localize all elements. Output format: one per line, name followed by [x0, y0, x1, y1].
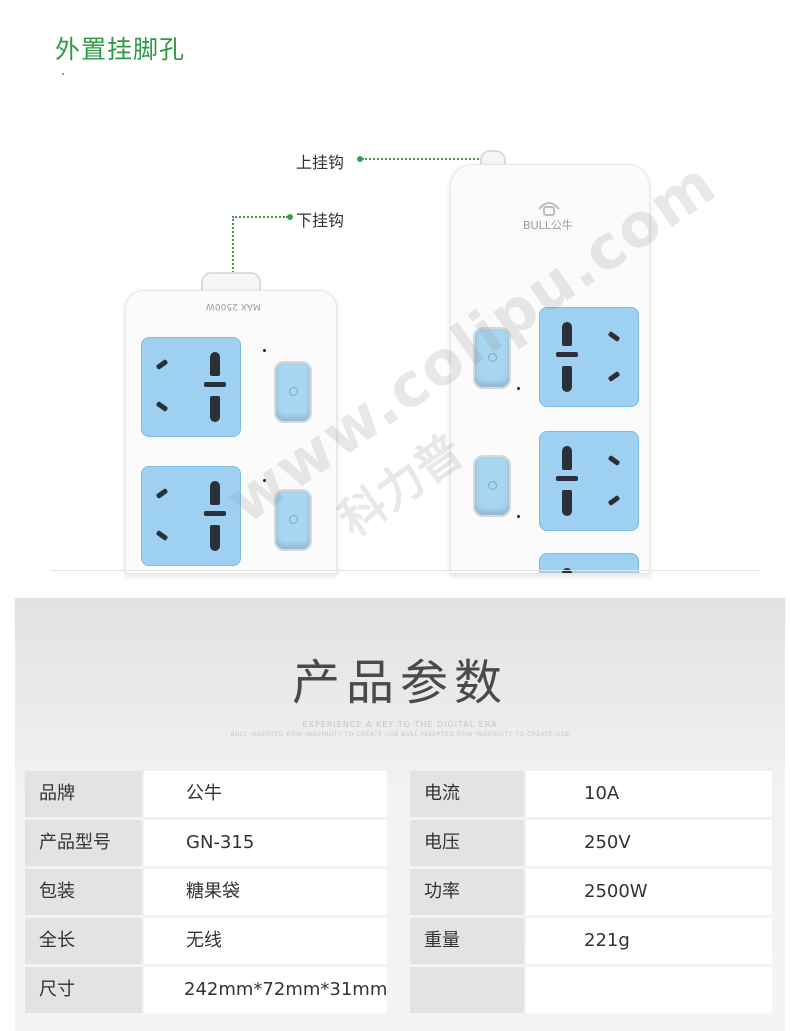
- spec-row: 包装 糖果袋: [25, 869, 387, 915]
- spec-value: 10A: [526, 771, 772, 817]
- spec-value: 221g: [526, 918, 772, 964]
- page-title: 外置挂脚孔: [55, 35, 186, 64]
- upper-hook-label: 上挂钩: [296, 153, 345, 172]
- brand-logo: BULL公牛: [523, 219, 573, 232]
- indicator-led: [263, 349, 266, 352]
- spec-value: 无线: [144, 918, 387, 964]
- spec-subtitle-small: BULL INSERTED ROW INGENUITY TO CREATE US…: [230, 731, 570, 738]
- spec-value: 糖果袋: [144, 869, 387, 915]
- spec-row: 重量 221g: [410, 918, 772, 964]
- spec-row: 全长 无线: [25, 918, 387, 964]
- bull-logo-icon: [538, 202, 560, 216]
- upper-hook-leader-line: [362, 158, 487, 160]
- spec-label: 重量: [410, 918, 524, 964]
- lower-hook-marker: [287, 214, 293, 220]
- socket-2: [141, 466, 241, 566]
- spec-row: 品牌 公牛: [25, 771, 387, 817]
- spec-heading: 产品参数: [291, 655, 508, 711]
- indicator-led: [263, 479, 266, 482]
- spec-label: 尺寸: [25, 967, 142, 1013]
- strip-max-label: MAX 2500W: [206, 301, 261, 311]
- switch-4: [473, 455, 511, 517]
- spec-value: 250V: [526, 820, 772, 866]
- spec-label: 全长: [25, 918, 142, 964]
- upper-hook-marker: [357, 156, 363, 162]
- indicator-led: [517, 515, 520, 518]
- switch-3: [473, 327, 511, 389]
- lower-hook-leader-vline: [232, 216, 234, 276]
- spec-label: 功率: [410, 869, 524, 915]
- socket-1: [141, 337, 241, 437]
- spec-table-left: 品牌 公牛 产品型号 GN-315 包装 糖果袋 全长 无线 尺寸 242mm*…: [25, 771, 387, 1016]
- decorative-dot: [62, 73, 64, 75]
- spec-subtitle: EXPERIENCE A KEY TO THE DIGITAL ERA: [302, 720, 498, 729]
- spec-value: GN-315: [144, 820, 387, 866]
- spec-row: 产品型号 GN-315: [25, 820, 387, 866]
- spec-label: 产品型号: [25, 820, 142, 866]
- right-power-strip: BULL公牛: [450, 164, 650, 574]
- spec-label: 包装: [25, 869, 142, 915]
- spec-label: 电流: [410, 771, 524, 817]
- lower-hook-label: 下挂钩: [296, 211, 345, 230]
- spec-row: 功率 2500W: [410, 869, 772, 915]
- spec-value: 2500W: [526, 869, 772, 915]
- spec-label: 品牌: [25, 771, 142, 817]
- spec-value: [526, 967, 772, 1013]
- socket-3: [539, 307, 639, 407]
- spec-row: 尺寸 242mm*72mm*31mm: [25, 967, 387, 1013]
- left-power-strip: MAX 2500W: [125, 290, 337, 574]
- spec-table-right: 电流 10A 电压 250V 功率 2500W 重量 221g: [410, 771, 772, 1016]
- floor-line: [50, 570, 760, 571]
- switch-1: [274, 361, 312, 423]
- spec-row: 电流 10A: [410, 771, 772, 817]
- lower-hook-leader-line: [232, 216, 288, 218]
- spec-value: 公牛: [144, 771, 387, 817]
- spec-section: 产品参数 EXPERIENCE A KEY TO THE DIGITAL ERA…: [15, 598, 785, 1031]
- spec-value: 242mm*72mm*31mm: [144, 967, 387, 1013]
- indicator-led: [517, 387, 520, 390]
- switch-2: [274, 489, 312, 551]
- spec-label: [410, 967, 524, 1013]
- socket-4: [539, 431, 639, 531]
- spec-row: [410, 967, 772, 1013]
- spec-label: 电压: [410, 820, 524, 866]
- upper-hook: [480, 150, 506, 168]
- spec-row: 电压 250V: [410, 820, 772, 866]
